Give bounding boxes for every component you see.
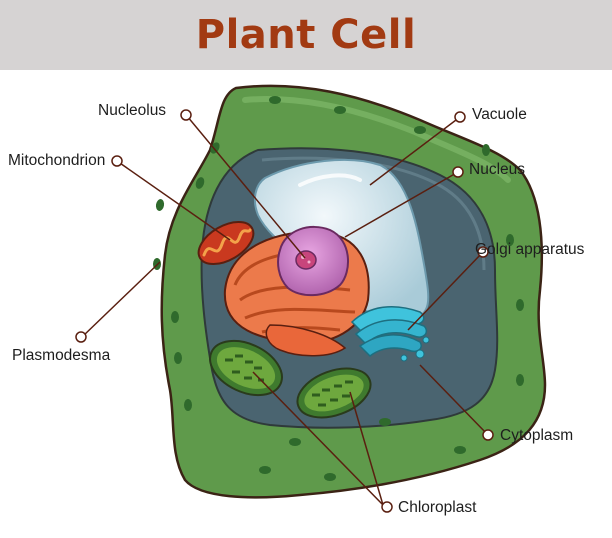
label-nucleolus: Nucleolus [98,102,167,119]
label-mitochondrion: Mitochondrion [8,152,106,169]
golgi-apparatus [350,306,430,362]
chloroplast [209,339,283,397]
label-plasmodesma: Plasmodesma [12,347,111,364]
nucleus [223,225,370,357]
leader-lines [81,115,489,506]
label-golgi-apparatus: Golgi apparatus [475,241,585,258]
label-vacuole: Vacuole [472,106,527,123]
nucleolus [295,250,317,270]
label-cytoplasm: Cytoplasm [500,427,574,444]
chloroplast [296,367,372,419]
label-nucleus: Nucleus [469,161,525,178]
leader-endpoints [75,109,494,513]
vacuole-highlight [298,173,362,187]
label-chloroplast: Chloroplast [398,499,477,516]
cytoplasm-inner-edge [261,156,486,271]
title-band: Plant Cell [0,0,612,70]
plasmodesma-dots [153,96,524,481]
diagram-title: Plant Cell [195,12,417,58]
mitochondrion [197,220,255,266]
cell-wall-highlight [242,96,511,183]
